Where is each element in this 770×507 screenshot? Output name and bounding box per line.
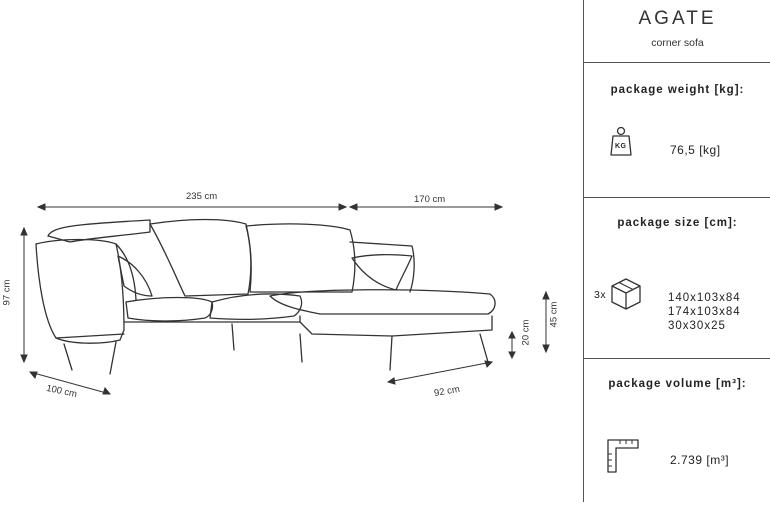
dim-height-total: 97 cm [1, 279, 13, 306]
left-armrest [35, 238, 125, 344]
divider [584, 358, 770, 359]
chaise-seat [269, 289, 496, 315]
sofa-base [123, 315, 493, 337]
leg [479, 333, 489, 363]
divider [584, 197, 770, 198]
leg [389, 335, 393, 371]
box-icon [610, 277, 642, 316]
weight-icon [610, 126, 632, 161]
sofa-drawing: 235 cm 170 cm 97 cm 100 cm 92 cm 45 cm 2… [1, 191, 560, 400]
seat-cushion-2 [209, 293, 303, 320]
leg [299, 333, 303, 363]
spec-panel: AGATE corner sofa package weight [kg]: K… [583, 0, 770, 502]
dim-width-chaise: 170 cm [414, 194, 446, 205]
ruler-corner-icon [606, 438, 640, 479]
dim-width-sofa: 235 cm [186, 191, 218, 202]
leg [63, 343, 73, 371]
dim-leg-height: 20 cm [520, 319, 532, 346]
weight-value: 76,5 [kg] [670, 143, 721, 157]
package-size-3: 30x30x25 [668, 320, 726, 332]
package-size-1: 140x103x84 [668, 292, 741, 304]
product-title: AGATE [638, 8, 717, 29]
volume-value: 2.739 [m³] [670, 453, 730, 467]
size-heading: package size [cm]: [617, 217, 738, 229]
dim-line-100 [29, 371, 111, 395]
back-cushion-left [47, 219, 151, 243]
seat-cushion-1 [125, 296, 214, 322]
volume-heading: package volume [m³]: [608, 378, 747, 390]
product-subtitle: corner sofa [651, 37, 704, 49]
leg [231, 323, 235, 351]
sofa-outline [20, 203, 550, 395]
pillow-right [351, 254, 413, 291]
package-sizes: 140x103x84 174x103x84 30x30x25 [668, 291, 741, 333]
leg [109, 341, 117, 375]
back-cushion-middle [149, 218, 252, 297]
divider [584, 62, 770, 63]
chaise-back [349, 241, 415, 293]
package-count: 3x [594, 289, 607, 301]
dim-seat-height: 45 cm [548, 301, 560, 328]
dim-line-92 [387, 361, 493, 383]
weight-heading: package weight [kg]: [610, 84, 745, 96]
back-cushion-right [245, 223, 356, 293]
weight-icon-label: KG [615, 143, 627, 150]
package-size-2: 174x103x84 [668, 306, 741, 318]
pillow-left [117, 255, 153, 297]
